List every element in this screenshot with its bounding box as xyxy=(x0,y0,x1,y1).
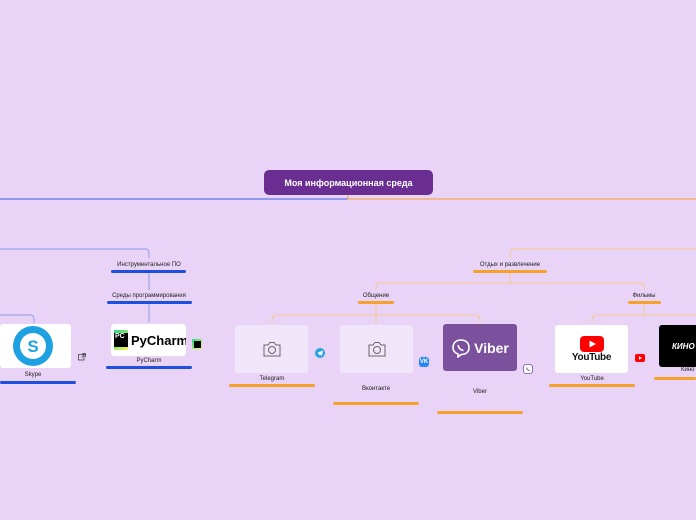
leisure-topic-underline xyxy=(473,270,547,273)
ide-topic-underline xyxy=(107,301,192,304)
pycharm-label[interactable]: PyCharm xyxy=(136,358,162,364)
pycharm-icon[interactable] xyxy=(192,339,202,349)
films-topic-label[interactable]: Фильмы xyxy=(632,293,656,299)
camera-icon xyxy=(368,342,385,357)
youtube-label[interactable]: YouTube xyxy=(580,376,604,382)
central-topic-label: Моя информационная среда xyxy=(284,177,413,188)
telegram-underline xyxy=(229,384,315,387)
kino-image[interactable]: КИНО xyxy=(659,325,696,367)
tools-topic-label[interactable]: Инструментальное ПО xyxy=(117,262,181,268)
skype-icon: S xyxy=(13,326,53,366)
kino-logo-text: КИНО xyxy=(672,341,695,351)
camera-icon xyxy=(263,342,280,357)
external-link-icon[interactable] xyxy=(78,348,86,361)
pycharm-image[interactable]: PC PyCharm xyxy=(111,324,186,356)
youtube-logo-text: YouTube xyxy=(571,351,612,363)
pycharm-logo-text: PyCharm xyxy=(131,332,186,348)
youtube-icon[interactable] xyxy=(635,349,645,362)
telegram-image-placeholder[interactable] xyxy=(235,325,308,373)
viber-icon[interactable] xyxy=(523,361,533,374)
kino-underline xyxy=(654,377,696,380)
pycharm-logo-icon: PC xyxy=(114,330,128,350)
vk-image-placeholder[interactable] xyxy=(340,325,413,373)
ide-topic-label[interactable]: Среды программирования xyxy=(112,293,186,299)
kino-label[interactable]: Кино xyxy=(681,367,695,373)
central-topic[interactable]: Моя информационная среда xyxy=(264,170,433,195)
youtube-underline xyxy=(549,384,635,387)
films-topic-underline xyxy=(628,301,661,304)
svg-text:S: S xyxy=(27,337,38,356)
viber-label[interactable]: Viber xyxy=(473,389,487,395)
telegram-label[interactable]: Telegram xyxy=(259,376,285,382)
skype-label[interactable]: Skype xyxy=(24,372,42,378)
leisure-topic-label[interactable]: Отдых и развлечение xyxy=(479,262,541,268)
communication-topic-underline xyxy=(358,301,394,304)
tools-topic-underline xyxy=(111,270,186,273)
vk-icon[interactable]: VK xyxy=(419,357,429,367)
viber-logo-icon xyxy=(452,338,470,358)
viber-underline xyxy=(437,411,523,414)
vk-underline xyxy=(333,402,419,405)
pycharm-underline xyxy=(106,366,192,369)
skype-image[interactable]: S xyxy=(0,324,71,368)
youtube-image[interactable]: YouTube xyxy=(555,325,628,373)
communication-topic-label[interactable]: Общение xyxy=(362,293,390,299)
vk-label[interactable]: Вконтакте xyxy=(361,386,391,392)
telegram-icon[interactable] xyxy=(315,348,325,358)
skype-underline xyxy=(0,381,76,384)
youtube-logo-icon xyxy=(579,335,604,352)
viber-logo-text: Viber xyxy=(474,339,509,356)
viber-image[interactable]: Viber xyxy=(443,324,517,371)
